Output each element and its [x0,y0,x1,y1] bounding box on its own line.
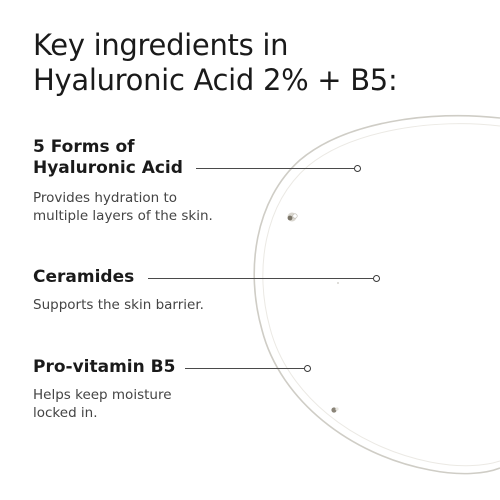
ingredient-name-hyaluronic: 5 Forms of Hyaluronic Acid [33,137,183,179]
leader-dot-b5 [304,365,311,372]
page-title: Key ingredients in Hyaluronic Acid 2% + … [33,28,398,98]
title-line-2: Hyaluronic Acid 2% + B5: [33,63,398,97]
leader-dot-hyaluronic [354,165,361,172]
ingredient-desc-line-2: multiple layers of the skin. [33,208,213,224]
ingredient-name-b5: Pro-vitamin B5 [33,357,175,378]
ingredient-name-line-2: Hyaluronic Acid [33,158,183,178]
ingredient-desc-line-1: Helps keep moisture [33,387,172,403]
ingredient-desc-hyaluronic: Provides hydration to multiple layers of… [33,189,213,225]
ingredient-name-line-1: 5 Forms of [33,137,135,157]
bubble-3 [337,282,339,284]
ingredient-desc-line-1: Provides hydration to [33,190,177,206]
leader-line-hyaluronic [196,168,354,169]
leader-line-b5 [185,368,304,369]
leader-dot-ceramides [373,275,380,282]
ingredient-desc-line-2: locked in. [33,405,98,421]
leader-line-ceramides [148,278,373,279]
droplet-outline-inner [262,123,500,467]
ingredient-desc-b5: Helps keep moisture locked in. [33,386,172,422]
ingredient-name-line-1: Ceramides [33,267,135,287]
bubble-1 [287,212,298,222]
droplet-outline [253,114,500,475]
ingredient-name-line-1: Pro-vitamin B5 [33,357,176,377]
ingredient-desc-line-1: Supports the skin barrier. [33,297,204,313]
ingredient-name-ceramides: Ceramides [33,267,134,288]
title-line-1: Key ingredients in [33,28,289,62]
ingredient-desc-ceramides: Supports the skin barrier. [33,296,204,314]
bubble-2 [331,407,339,413]
